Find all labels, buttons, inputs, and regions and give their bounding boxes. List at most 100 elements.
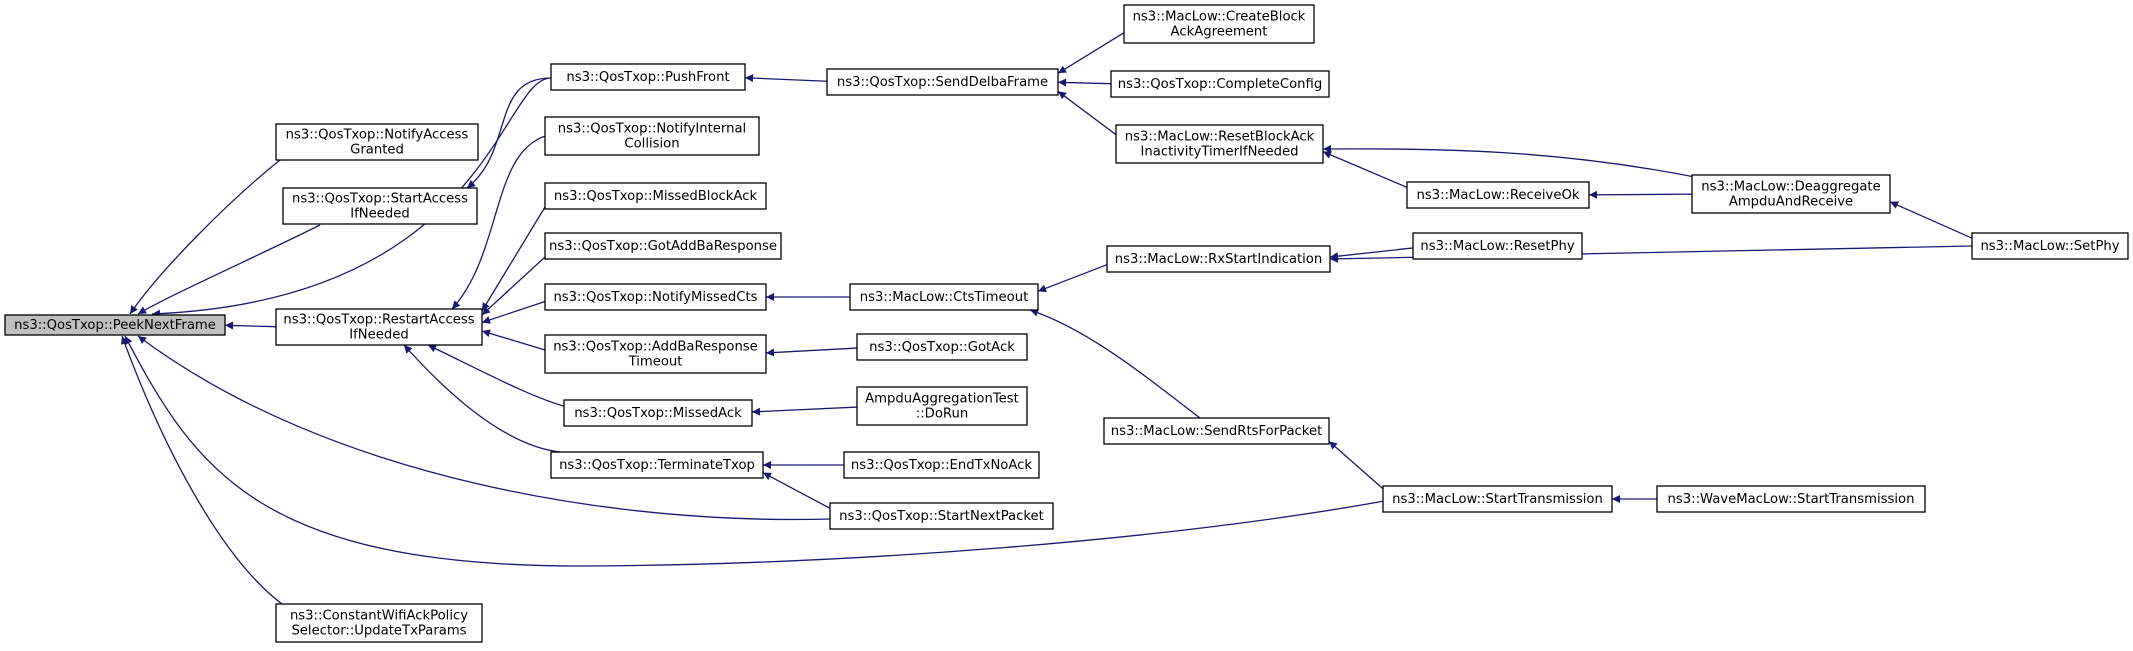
edge-sendDelba-to-pushFront <box>744 74 828 83</box>
edge-line <box>1322 151 1408 188</box>
node-label: ns3::MacLow::RxStartIndication <box>1115 252 1322 267</box>
node-setPhy[interactable]: ns3::MacLow::SetPhy <box>1971 232 2129 260</box>
edge-line <box>1037 264 1108 293</box>
edge-rxStart-to-ctsTimeout <box>1037 264 1108 293</box>
node-startNextPacket[interactable]: ns3::QosTxop::StartNextPacket <box>829 502 1054 530</box>
node-missedAck[interactable]: ns3::QosTxop::MissedAck <box>563 399 753 427</box>
node-label: ::DoRun <box>916 407 968 422</box>
node-startTransmission[interactable]: ns3::MacLow::StartTransmission <box>1382 485 1613 513</box>
node-label: Timeout <box>628 355 683 370</box>
node-label: ns3::MacLow::StartTransmission <box>1392 492 1603 507</box>
node-label: ns3::QosTxop::RestartAccess <box>283 313 474 328</box>
node-ctsTimeout[interactable]: ns3::MacLow::CtsTimeout <box>849 283 1039 311</box>
edge-line <box>120 335 287 608</box>
node-label: ns3::MacLow::SendRtsForPacket <box>1111 424 1323 439</box>
node-box <box>544 182 767 210</box>
node-label: ns3::QosTxop::CompleteConfig <box>1118 77 1322 92</box>
node-box <box>1656 485 1926 513</box>
node-completeConfig[interactable]: ns3::QosTxop::CompleteConfig <box>1110 70 1330 98</box>
node-notifyMissedCts[interactable]: ns3::QosTxop::NotifyMissedCts <box>544 283 767 311</box>
node-box <box>856 333 1028 361</box>
node-box <box>849 283 1039 311</box>
node-label: ns3::WaveMacLow::StartTransmission <box>1668 492 1915 507</box>
node-label: ns3::QosTxop::NotifyMissedCts <box>553 290 757 305</box>
edge-line <box>481 256 546 316</box>
node-endTxNoAck[interactable]: ns3::QosTxop::EndTxNoAck <box>843 451 1040 479</box>
node-box <box>282 187 478 225</box>
edge-line <box>137 335 831 521</box>
node-gotAck[interactable]: ns3::QosTxop::GotAck <box>856 333 1028 361</box>
node-label: AmpduAggregationTest <box>865 392 1019 407</box>
node-label: ns3::QosTxop::NotifyAccess <box>286 128 469 143</box>
node-sendRts[interactable]: ns3::MacLow::SendRtsForPacket <box>1103 417 1330 445</box>
node-label: ns3::QosTxop::PeekNextFrame <box>14 318 216 333</box>
edge-line <box>1029 308 1201 419</box>
edge-terminateTxop-to-restartAccess <box>403 344 561 453</box>
edges-layer <box>120 32 1973 608</box>
node-label: ns3::MacLow::ResetBlockAck <box>1125 130 1315 145</box>
node-resetBlockAck[interactable]: ns3::MacLow::ResetBlockAckInactivityTime… <box>1115 124 1324 164</box>
node-box <box>1123 4 1315 44</box>
edge-setPhy-to-deaggregate <box>1889 201 1973 239</box>
edge-resetPhy-to-rxStart <box>1329 247 1414 261</box>
node-label: ns3::QosTxop::TerminateTxop <box>559 458 755 473</box>
edge-line <box>1057 32 1125 74</box>
node-peek[interactable]: ns3::QosTxop::PeekNextFrame <box>4 314 226 336</box>
edge-ampduTest-to-missedAck <box>751 406 858 416</box>
node-label: Collision <box>624 137 679 152</box>
edge-startAccess-to-peek <box>137 224 321 315</box>
edge-line <box>137 224 321 315</box>
edge-line <box>765 347 858 357</box>
edge-line <box>1057 78 1112 87</box>
node-box <box>544 283 767 311</box>
edge-completeConfig-to-sendDelba <box>1057 78 1112 87</box>
edge-line <box>1889 201 1973 239</box>
node-resetPhy[interactable]: ns3::MacLow::ResetPhy <box>1412 232 1583 260</box>
node-box <box>544 232 782 260</box>
node-box <box>1412 232 1583 260</box>
edge-startTransmission-to-sendRts <box>1328 440 1384 490</box>
node-box <box>1115 124 1324 164</box>
node-pushFront[interactable]: ns3::QosTxop::PushFront <box>550 63 746 91</box>
edge-addBaTimeout-to-restartAccess <box>481 329 546 351</box>
node-sendDelba[interactable]: ns3::QosTxop::SendDelbaFrame <box>826 68 1059 96</box>
edge-line <box>481 300 546 324</box>
node-label: ns3::QosTxop::GotAck <box>869 340 1015 355</box>
node-box <box>275 308 483 346</box>
edge-line <box>427 344 568 408</box>
node-label: ns3::QosTxop::StartNextPacket <box>839 509 1044 524</box>
node-label: ns3::QosTxop::SendDelbaFrame <box>837 75 1048 90</box>
node-label: ns3::QosTxop::PushFront <box>566 70 729 85</box>
node-label: ns3::QosTxop::NotifyInternal <box>558 122 746 137</box>
edge-notifyAccess-to-peek <box>129 159 281 315</box>
edge-gotAck-to-addBaTimeout <box>765 347 858 357</box>
node-box <box>563 399 753 427</box>
node-rxStart[interactable]: ns3::MacLow::RxStartIndication <box>1106 245 1331 273</box>
node-ampduTest[interactable]: AmpduAggregationTest::DoRun <box>856 386 1028 426</box>
node-label: Granted <box>350 143 404 158</box>
node-label: ns3::QosTxop::MissedAck <box>574 406 742 421</box>
node-missedBlockAck[interactable]: ns3::QosTxop::MissedBlockAck <box>544 182 767 210</box>
node-terminateTxop[interactable]: ns3::QosTxop::TerminateTxop <box>550 451 764 479</box>
node-waveStart[interactable]: ns3::WaveMacLow::StartTransmission <box>1656 485 1926 513</box>
node-label: ns3::MacLow::SetPhy <box>1980 239 2119 254</box>
node-receiveOk[interactable]: ns3::MacLow::ReceiveOk <box>1406 181 1590 209</box>
node-label: Selector::UpdateTxParams <box>291 624 466 639</box>
node-gotAddBa[interactable]: ns3::QosTxop::GotAddBaResponse <box>544 232 782 260</box>
node-label: ns3::MacLow::ResetPhy <box>1420 239 1574 254</box>
node-label: ns3::QosTxop::GotAddBaResponse <box>549 239 777 254</box>
edge-line <box>403 344 561 453</box>
edge-line <box>124 335 1391 567</box>
node-box <box>550 451 764 479</box>
edge-line <box>744 74 828 83</box>
edge-startNextPacket-to-peek <box>137 335 831 521</box>
node-label: InactivityTimerIfNeeded <box>1140 145 1298 160</box>
node-constantWifi[interactable]: ns3::ConstantWifiAckPolicySelector::Upda… <box>275 603 483 643</box>
